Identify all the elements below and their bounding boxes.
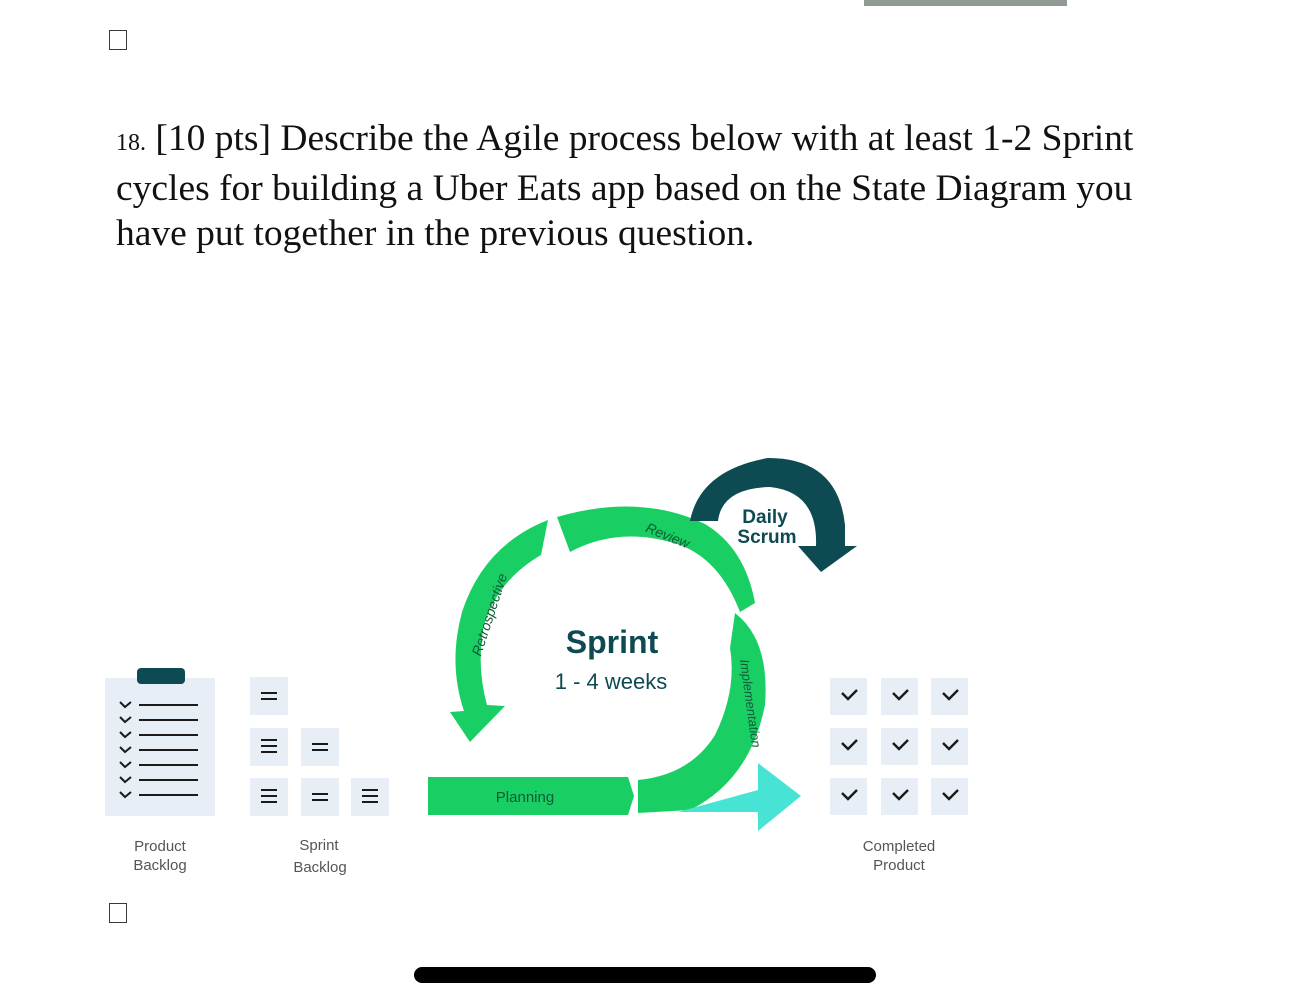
- question-body: [10 pts] Describe the Agile process belo…: [116, 118, 1134, 254]
- home-indicator-bar[interactable]: [414, 967, 876, 983]
- product-backlog-label-line2: Backlog: [133, 857, 186, 874]
- planning-arrow: [428, 777, 634, 815]
- checkbox-top[interactable]: [109, 30, 127, 50]
- sprint-backlog-label-line2: Backlog: [293, 859, 346, 876]
- sprint-backlog-icon: [250, 677, 389, 816]
- completed-product-icon: [830, 678, 968, 815]
- sprint-cycle-arrows: [450, 506, 766, 813]
- sprint-title: Sprint: [566, 624, 659, 660]
- completed-product-label-line1: Completed: [863, 838, 936, 855]
- product-backlog-icon: [105, 668, 215, 816]
- top-scrollbar-indicator: [864, 0, 1067, 6]
- output-arrow: [678, 763, 801, 831]
- sprint-backlog-label-line1: Sprint: [299, 837, 339, 854]
- daily-scrum-label-line2: Scrum: [737, 527, 796, 548]
- sprint-duration: 1 - 4 weeks: [555, 669, 668, 694]
- question-text-block: 18. [10 pts] Describe the Agile process …: [116, 116, 1196, 256]
- completed-product-label-line2: Product: [873, 857, 926, 874]
- daily-scrum-label-line1: Daily: [742, 507, 788, 528]
- checkbox-bottom[interactable]: [109, 903, 127, 923]
- planning-label: Planning: [496, 789, 554, 806]
- question-number: 18.: [116, 130, 146, 156]
- daily-scrum-arrow: [690, 458, 857, 572]
- product-backlog-label-line1: Product: [134, 838, 187, 855]
